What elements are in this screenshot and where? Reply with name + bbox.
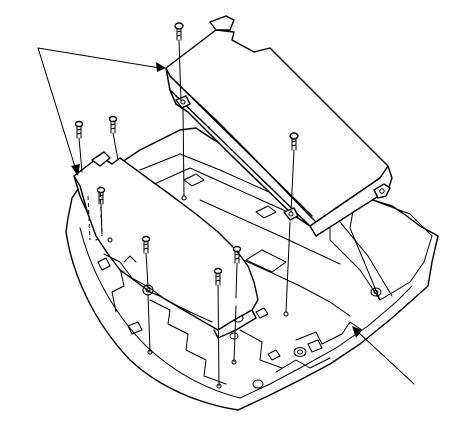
screws	[74, 22, 299, 389]
upper-module	[165, 15, 393, 237]
screw-4	[108, 115, 119, 161]
leader-line-tray	[357, 331, 415, 385]
screw-6	[141, 235, 151, 353]
arrowhead-tray	[352, 326, 362, 338]
screw-8	[213, 267, 223, 387]
screw-5	[96, 186, 106, 235]
screw-2	[289, 132, 299, 213]
callout-leaders	[37, 47, 415, 385]
arrowhead-upper	[156, 62, 166, 72]
screw-7	[232, 245, 242, 363]
leader-line-lower	[37, 47, 77, 171]
screw-3	[74, 120, 84, 173]
lower-module	[73, 151, 259, 339]
leader-line-upper	[37, 47, 161, 69]
arrowhead-lower	[71, 164, 80, 176]
screw-1	[174, 22, 184, 103]
